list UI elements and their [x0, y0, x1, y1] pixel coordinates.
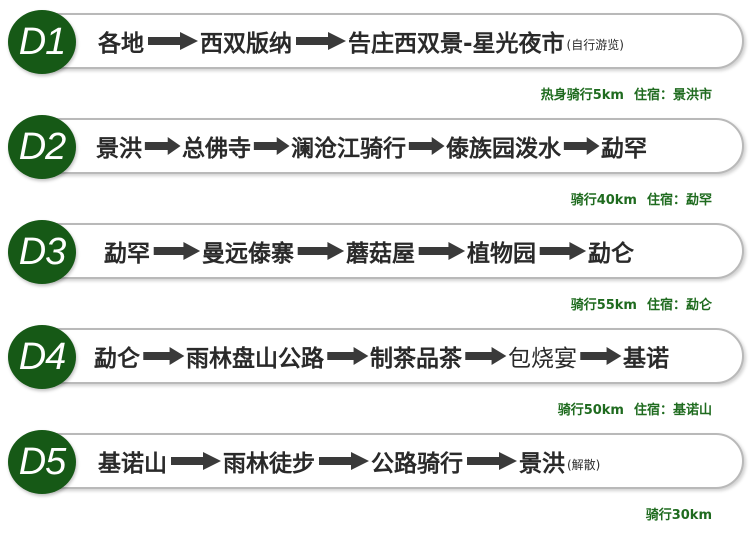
route-pill: [22, 433, 744, 489]
lodging-text: 住宿：景洪市: [633, 88, 712, 103]
stop-name: 曼远傣寨: [202, 241, 294, 267]
lodging-text: 住宿：勐仑: [646, 298, 712, 313]
stop-name: 植物园: [467, 241, 536, 267]
right-arrow-icon: [253, 137, 290, 155]
right-arrow-icon: [171, 452, 221, 470]
day-row-1: D1 各地 西双版纳 告庄西双景-星光夜市 (自行游览) 热身骑行5km 住宿：景…: [0, 10, 754, 110]
right-arrow-icon: [563, 137, 600, 155]
right-arrow-icon: [297, 242, 345, 260]
stop-name: 勐罕: [601, 136, 647, 162]
stop-name: 蘑菇屋: [346, 241, 415, 267]
route-line: 勐罕 曼远傣寨 蘑菇屋 植物园 勐仑: [104, 223, 744, 279]
stop-name: 基诺山: [98, 451, 167, 477]
stop-name: 勐仑: [588, 241, 634, 267]
activity-text: 热身骑行5km: [540, 88, 624, 103]
day-row-4: D4 勐仑 雨林盘山公路 制茶品茶 包烧宴 基诺 骑行50km 住宿：基诺山: [0, 325, 754, 425]
stop-name: 景洪: [96, 136, 142, 162]
stop-name: 澜沧江骑行: [291, 136, 406, 162]
route-line: 各地 西双版纳 告庄西双景-星光夜市 (自行游览): [98, 13, 738, 69]
right-arrow-icon: [539, 242, 587, 260]
stop-name: 勐罕: [104, 241, 150, 267]
right-arrow-icon: [143, 347, 185, 365]
day-info: 骑行50km 住宿：基诺山: [558, 399, 712, 418]
route-pill: [22, 118, 744, 174]
activity-text: 骑行30km: [645, 508, 712, 523]
stop-name: 制茶品茶: [370, 346, 462, 372]
stop-name: 告庄西双景-星光夜市: [348, 31, 565, 57]
route-line: 勐仑 雨林盘山公路 制茶品茶 包烧宴 基诺: [94, 328, 734, 384]
stop-name: 总佛寺: [182, 136, 251, 162]
stop-name: 包烧宴: [508, 346, 577, 372]
stop-name: 景洪: [519, 451, 565, 477]
day-info: 骑行55km 住宿：勐仑: [571, 294, 712, 313]
stop-name: 基诺: [623, 346, 669, 372]
stop-name: 勐仑: [94, 346, 140, 372]
right-arrow-icon: [580, 347, 622, 365]
stop-name: 雨林徒步: [223, 451, 315, 477]
stop-name: 公路骑行: [371, 451, 463, 477]
route-pill: [22, 223, 744, 279]
day-badge: D3: [8, 220, 76, 284]
right-arrow-icon: [153, 242, 201, 260]
stop-name: 傣族园泼水: [446, 136, 561, 162]
day-info: 热身骑行5km 住宿：景洪市: [541, 84, 712, 103]
right-arrow-icon: [319, 452, 369, 470]
day-badge: D1: [8, 10, 76, 74]
day-info: 骑行40km 住宿：勐罕: [571, 189, 712, 208]
route-line: 景洪 总佛寺 澜沧江骑行 傣族园泼水 勐罕: [96, 118, 736, 174]
day-info: 骑行30km: [646, 504, 712, 523]
right-arrow-icon: [408, 137, 445, 155]
right-arrow-icon: [144, 137, 181, 155]
right-arrow-icon: [327, 347, 369, 365]
right-arrow-icon: [296, 32, 346, 50]
day-row-5: D5 基诺山 雨林徒步 公路骑行 景洪 (解散) 骑行30km: [0, 430, 754, 530]
stop-note: (解散): [567, 457, 601, 472]
day-row-2: D2 景洪 总佛寺 澜沧江骑行 傣族园泼水 勐罕 骑行40km 住宿：勐罕: [0, 115, 754, 215]
day-badge: D4: [8, 325, 76, 389]
day-badge: D5: [8, 430, 76, 494]
lodging-text: 住宿：勐罕: [646, 193, 712, 208]
day-badge: D2: [8, 115, 76, 179]
stop-name: 西双版纳: [200, 31, 292, 57]
right-arrow-icon: [465, 347, 507, 365]
right-arrow-icon: [467, 452, 517, 470]
route-pill: [22, 328, 744, 384]
activity-text: 骑行40km: [570, 193, 637, 208]
stop-note: (自行游览): [566, 37, 624, 52]
route-pill: [22, 13, 744, 69]
stop-name: 雨林盘山公路: [186, 346, 324, 372]
activity-text: 骑行55km: [570, 298, 637, 313]
right-arrow-icon: [148, 32, 198, 50]
activity-text: 骑行50km: [557, 403, 624, 418]
lodging-text: 住宿：基诺山: [633, 403, 712, 418]
day-row-3: D3 勐罕 曼远傣寨 蘑菇屋 植物园 勐仑 骑行55km 住宿：勐仑: [0, 220, 754, 320]
stop-name: 各地: [98, 31, 144, 57]
route-line: 基诺山 雨林徒步 公路骑行 景洪 (解散): [98, 433, 738, 489]
right-arrow-icon: [418, 242, 466, 260]
